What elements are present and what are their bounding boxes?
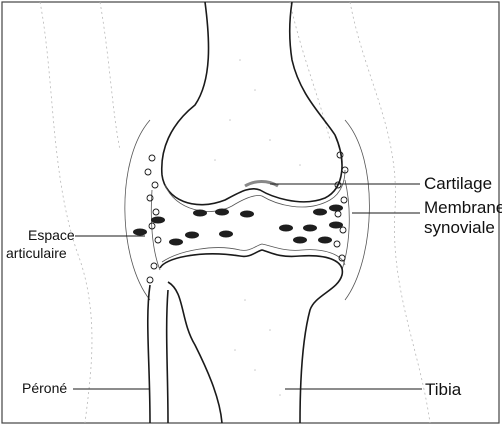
- label-membrane-line2: synoviale: [424, 218, 495, 237]
- label-espace-line1: Espace: [28, 227, 75, 243]
- label-perone: Péroné: [22, 380, 67, 396]
- label-tibia: Tibia: [425, 380, 462, 399]
- fibula: [148, 285, 168, 423]
- label-membrane-line1: Membrane: [424, 198, 502, 217]
- tibia: [160, 250, 342, 423]
- synovial-fringe: [145, 152, 348, 283]
- femur: [162, 2, 342, 205]
- tibia-inner: [168, 282, 222, 423]
- label-espace-line2: articulaire: [6, 245, 67, 261]
- label-cartilage: Cartilage: [424, 174, 492, 193]
- synovial-fluid: [133, 205, 343, 246]
- femur-cartilage: [165, 170, 345, 211]
